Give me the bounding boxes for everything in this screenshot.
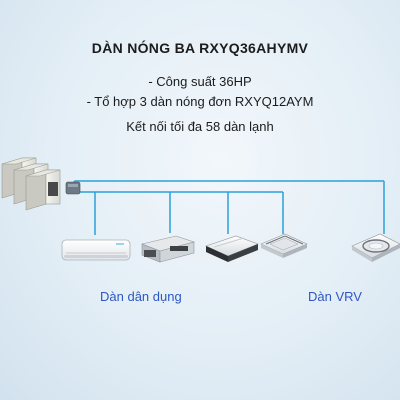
wall-mounted-unit-icon — [61, 239, 131, 261]
vrv-group-label: Dàn VRV — [308, 289, 362, 304]
spec-capacity: - Công suất 36HP — [148, 74, 252, 89]
spec-combination: - Tổ hợp 3 dàn nóng đơn RXYQ12AYM — [86, 94, 314, 109]
main-pipe-top — [69, 180, 384, 187]
refnet-header-icon — [65, 181, 81, 195]
outdoor-unit-icon — [1, 157, 61, 211]
refrigerant-piping — [69, 180, 385, 235]
cassette-4-way-unit-icon — [260, 233, 308, 258]
ceiling-concealed-duct-unit-icon — [140, 235, 196, 263]
diagram-title: DÀN NÓNG BA RXYQ36AHYMV — [91, 40, 309, 56]
residential-group-label: Dàn dân dụng — [100, 289, 182, 304]
spec-max-indoor: Kết nối tối đa 58 dàn lạnh — [126, 119, 274, 134]
ceiling-suspended-unit-icon — [205, 235, 259, 262]
outdoor-module-3 — [25, 169, 61, 211]
round-flow-cassette-unit-icon — [351, 233, 400, 262]
